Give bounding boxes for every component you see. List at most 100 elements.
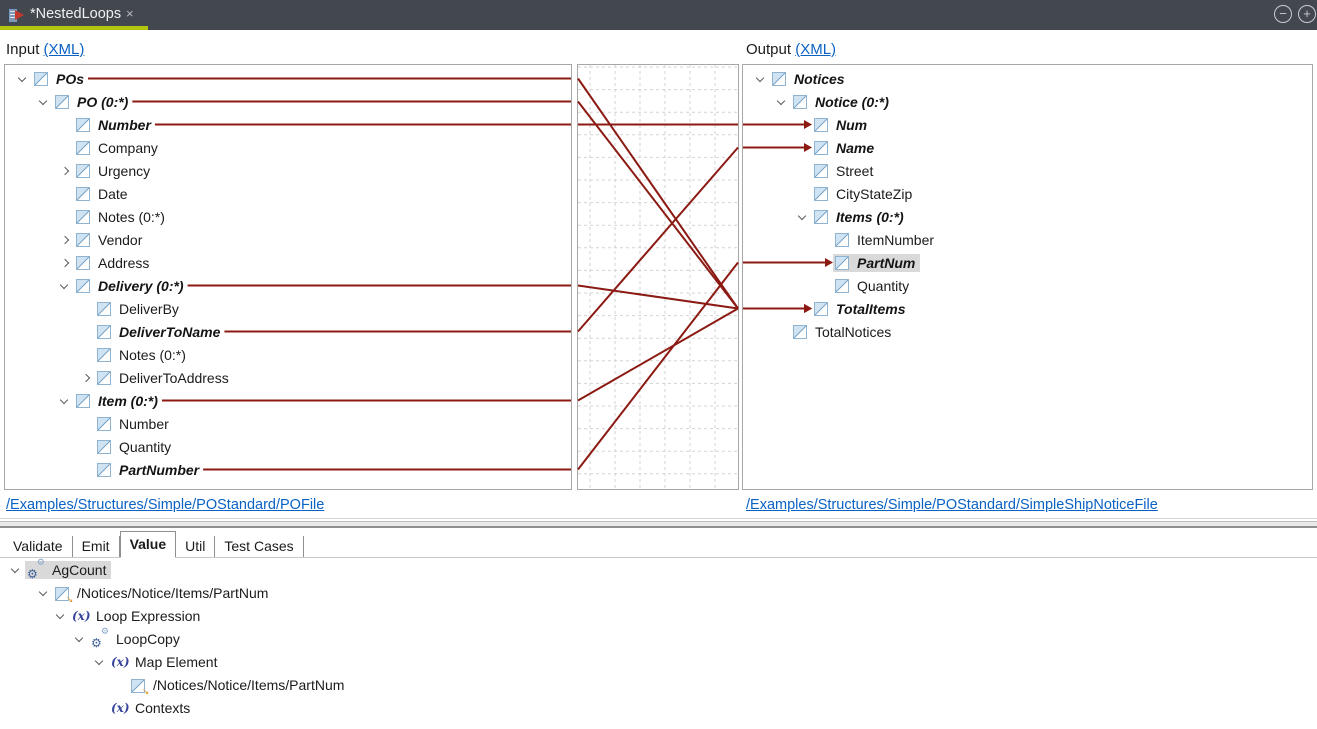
value-node-agcount[interactable]: ⚙⚙AgCount (0, 558, 1317, 581)
collapse-all-button[interactable]: − (1274, 5, 1292, 23)
input-file-link[interactable]: /Examples/Structures/Simple/POStandard/P… (6, 497, 325, 513)
value-node-map-element[interactable]: (x)Map Element (0, 650, 1317, 673)
chevron-down-icon[interactable] (753, 67, 770, 90)
document-tab-nestedloops[interactable]: *NestedLoops × (0, 0, 148, 30)
close-icon[interactable]: × (126, 6, 134, 21)
tree-node-delivertoname[interactable]: DeliverToName (5, 320, 571, 343)
tree-node-pos[interactable]: POs (5, 67, 571, 90)
value-node-content: →/Notices/Notice/Items/PartNum (53, 584, 273, 606)
function-icon: (x) (111, 654, 130, 669)
value-node-contexts[interactable]: (x)Contexts (0, 696, 1317, 719)
chevron-spacer (78, 435, 95, 458)
tree-node-content: PO (0:*) (53, 93, 133, 111)
tree-node-quantity[interactable]: Quantity (743, 274, 1312, 297)
tree-node-vendor[interactable]: Vendor (5, 228, 571, 251)
tree-node-label: Date (98, 185, 128, 202)
tree-node-notice-0[interactable]: Notice (0:*) (743, 90, 1312, 113)
chevron-down-icon[interactable] (53, 604, 70, 627)
chevron-down-icon[interactable] (92, 650, 109, 673)
tab-validate[interactable]: Validate (4, 536, 73, 557)
element-mapped-icon: → (55, 586, 76, 606)
value-node-loop-expression[interactable]: (x)Loop Expression (0, 604, 1317, 627)
chevron-spacer (78, 320, 95, 343)
tree-node-name[interactable]: Name (743, 136, 1312, 159)
tree-node-citystatezip[interactable]: CityStateZip (743, 182, 1312, 205)
chevron-right-icon[interactable] (57, 159, 74, 182)
tree-node-urgency[interactable]: Urgency (5, 159, 571, 182)
chevron-spacer (774, 320, 791, 343)
tree-node-quantity[interactable]: Quantity (5, 435, 571, 458)
tree-node-delivery-0[interactable]: Delivery (0:*) (5, 274, 571, 297)
chevron-right-icon[interactable] (57, 228, 74, 251)
tree-node-label: Notes (0:*) (98, 208, 165, 225)
chevron-down-icon[interactable] (8, 558, 25, 581)
tree-node-num[interactable]: Num (743, 113, 1312, 136)
tree-node-company[interactable]: Company (5, 136, 571, 159)
value-node-content: →/Notices/Notice/Items/PartNum (129, 676, 349, 698)
tree-node-po-0[interactable]: PO (0:*) (5, 90, 571, 113)
tree-node-label: POs (56, 70, 85, 87)
tree-node-label: PO (0:*) (77, 93, 129, 110)
chevron-down-icon[interactable] (15, 67, 32, 90)
value-node-notices-notice-items-partnum[interactable]: →/Notices/Notice/Items/PartNum (0, 673, 1317, 698)
output-file-link[interactable]: /Examples/Structures/Simple/POStandard/S… (746, 497, 1158, 513)
value-node-notices-notice-items-partnum[interactable]: →/Notices/Notice/Items/PartNum (0, 581, 1317, 606)
tree-node-items-0[interactable]: Items (0:*) (743, 205, 1312, 228)
chevron-down-icon[interactable] (36, 581, 53, 604)
tree-node-label: PartNum (857, 254, 916, 271)
element-icon (97, 324, 111, 339)
tree-node-address[interactable]: Address (5, 251, 571, 274)
tree-node-label: Street (836, 162, 874, 179)
tree-node-totalitems[interactable]: TotalItems (743, 297, 1312, 320)
tree-node-number[interactable]: Number (5, 412, 571, 435)
chevron-down-icon[interactable] (57, 389, 74, 412)
tree-node-notes-0[interactable]: Notes (0:*) (5, 343, 571, 366)
tree-node-street[interactable]: Street (743, 159, 1312, 182)
chevron-down-icon[interactable] (57, 274, 74, 297)
output-xml-link[interactable]: (XML) (795, 41, 837, 58)
tree-node-notes-0[interactable]: Notes (0:*) (5, 205, 571, 228)
chevron-down-icon[interactable] (795, 205, 812, 228)
chevron-spacer (795, 182, 812, 205)
tree-node-date[interactable]: Date (5, 182, 571, 205)
tree-node-content: Street (812, 162, 878, 180)
chevron-spacer (78, 458, 95, 481)
chevron-spacer (57, 136, 74, 159)
chevron-down-icon[interactable] (36, 90, 53, 113)
tree-node-delivertoaddress[interactable]: DeliverToAddress (5, 366, 571, 389)
tab-value[interactable]: Value (119, 531, 177, 558)
chevron-down-icon[interactable] (72, 627, 89, 650)
map-file-icon (8, 8, 25, 23)
chevron-spacer (112, 673, 129, 696)
tree-node-number[interactable]: Number (5, 113, 571, 136)
input-xml-link[interactable]: (XML) (43, 41, 85, 58)
tree-node-deliverby[interactable]: DeliverBy (5, 297, 571, 320)
element-icon (835, 255, 849, 270)
value-node-loopcopy[interactable]: ⚙⚙LoopCopy (0, 627, 1317, 650)
element-arrow-icon-wrap: → (55, 586, 76, 606)
element-icon (97, 416, 111, 431)
tree-node-item-0[interactable]: Item (0:*) (5, 389, 571, 412)
element-icon (814, 117, 828, 132)
chevron-right-icon[interactable] (78, 366, 95, 389)
tab-emit[interactable]: Emit (73, 536, 120, 557)
tab-util[interactable]: Util (176, 536, 216, 557)
tree-node-partnum[interactable]: PartNum (743, 251, 1312, 274)
tree-node-totalnotices[interactable]: TotalNotices (743, 320, 1312, 343)
chevron-spacer (78, 343, 95, 366)
tree-node-itemnumber[interactable]: ItemNumber (743, 228, 1312, 251)
element-icon (835, 278, 849, 293)
expand-all-button[interactable]: + (1298, 5, 1316, 23)
tree-node-partnumber[interactable]: PartNumber (5, 458, 571, 481)
gears-icon: ⚙⚙ (27, 557, 45, 581)
document-tab-title: *NestedLoops (30, 6, 122, 22)
splitter-handle[interactable] (0, 521, 1317, 528)
input-label: Input (6, 41, 40, 58)
chevron-down-icon[interactable] (774, 90, 791, 113)
tree-node-notices[interactable]: Notices (743, 67, 1312, 90)
canvas-grid (578, 65, 738, 489)
tree-node-content: POs (32, 70, 89, 88)
tree-node-label: TotalItems (836, 300, 906, 317)
tab-test-cases[interactable]: Test Cases (215, 536, 304, 557)
chevron-right-icon[interactable] (57, 251, 74, 274)
